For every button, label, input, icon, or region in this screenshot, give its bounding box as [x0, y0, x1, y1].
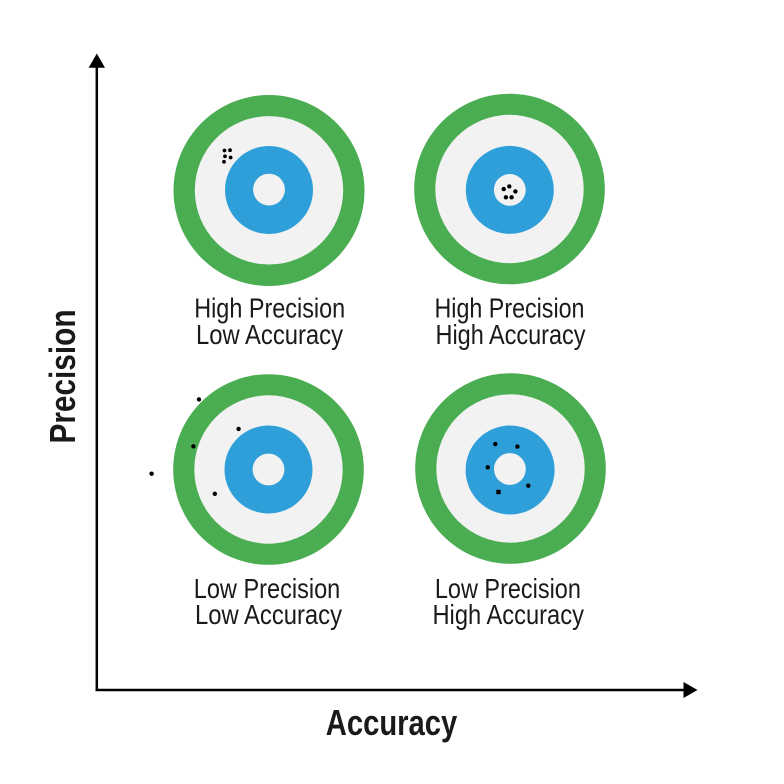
svg-text:Low Accuracy: Low Accuracy	[195, 599, 342, 630]
svg-text:High Accuracy: High Accuracy	[436, 319, 586, 350]
svg-text:Low Accuracy: Low Accuracy	[196, 319, 343, 350]
svg-text:Low Precision: Low Precision	[194, 573, 341, 604]
svg-text:Precision: Precision	[42, 310, 83, 444]
svg-text:Low Precision: Low Precision	[435, 573, 581, 604]
svg-text:Accuracy: Accuracy	[326, 702, 458, 743]
svg-text:High Precision: High Precision	[194, 293, 345, 324]
svg-text:High Accuracy: High Accuracy	[432, 599, 584, 630]
svg-text:High Precision: High Precision	[435, 293, 585, 324]
